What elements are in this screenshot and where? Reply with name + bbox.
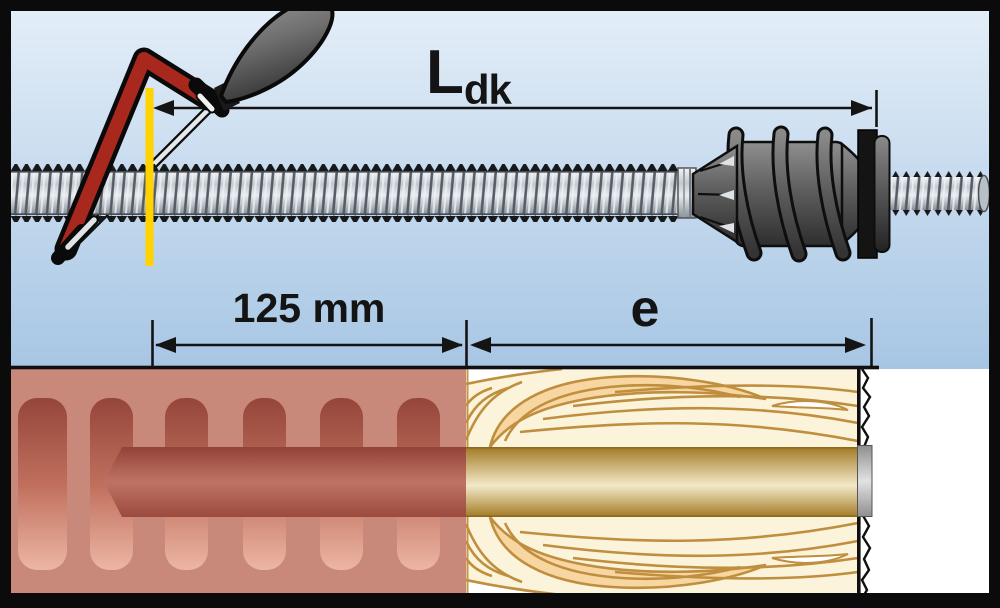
rod-end-cap [857,445,873,517]
threaded-rod-end [884,171,991,216]
cut-marker-line [145,88,154,266]
anchor-washer [873,135,891,253]
label-cut-length-symbol: L [426,38,464,107]
rod-in-wood [466,446,858,518]
wood-grain [466,369,859,594]
threaded-rod [5,164,697,222]
anchor-sleeve [691,125,891,263]
hacksaw-icon [51,0,335,265]
label-embedment-depth: 125 mm [232,285,386,331]
anchor-nose-slits [697,156,734,233]
hacksaw-frame [59,52,215,256]
image-border-bottom [0,593,1000,608]
anchor-ribs [726,125,852,263]
mortar-hole [104,447,466,517]
surface-line [5,365,879,370]
dimension-edge-distance [470,318,873,366]
dimension-embedment-depth [151,320,468,367]
label-edge-distance: e [630,280,660,338]
label-cut-length-subscript: dk [463,66,512,113]
open-air-area [860,369,995,595]
dimension-cut-length [153,90,878,127]
